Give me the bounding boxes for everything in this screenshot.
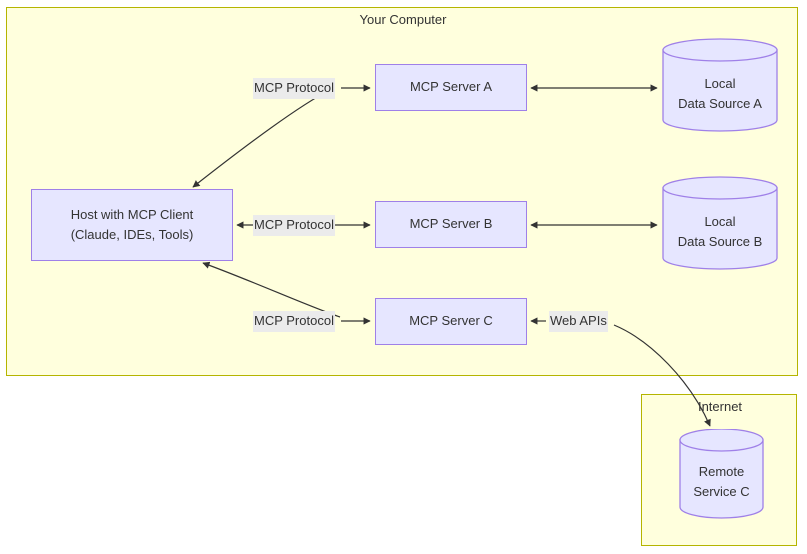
group-internet-title: Internet — [697, 399, 743, 414]
node-mcp-server-a-label: MCP Server A — [409, 79, 493, 95]
node-local-data-source-b-line2: Data Source B — [677, 234, 763, 249]
node-mcp-server-b-label: MCP Server B — [409, 216, 493, 232]
node-host[interactable]: Host with MCP Client (Claude, IDEs, Tool… — [31, 189, 233, 261]
cylinder-shape — [662, 176, 778, 270]
node-mcp-server-c-label: MCP Server C — [409, 313, 493, 329]
node-mcp-server-b[interactable]: MCP Server B — [375, 201, 527, 248]
node-mcp-server-a[interactable]: MCP Server A — [375, 64, 527, 111]
node-mcp-server-c[interactable]: MCP Server C — [375, 298, 527, 345]
node-host-line1: Host with MCP Client — [70, 206, 194, 222]
node-local-data-source-b[interactable]: Local Data Source B — [662, 176, 778, 270]
group-your-computer-title: Your Computer — [359, 12, 447, 27]
node-host-line2: (Claude, IDEs, Tools) — [70, 227, 194, 242]
node-local-data-source-a[interactable]: Local Data Source A — [662, 38, 778, 132]
cylinder-shape — [662, 38, 778, 132]
node-remote-service-c-line2: Service C — [693, 484, 750, 499]
cylinder-shape — [679, 429, 764, 519]
edge-label-web-apis: Web APIs — [549, 311, 608, 332]
edge-label-mcp-protocol-c: MCP Protocol — [253, 311, 335, 332]
node-local-data-source-a-line2: Data Source A — [678, 96, 762, 111]
node-remote-service-c-line1: Remote — [698, 463, 745, 479]
node-local-data-source-b-line1: Local — [704, 213, 736, 229]
node-remote-service-c[interactable]: Remote Service C — [679, 429, 764, 519]
edge-label-mcp-protocol-b: MCP Protocol — [253, 215, 335, 236]
edge-label-mcp-protocol-a: MCP Protocol — [253, 78, 335, 99]
node-local-data-source-a-line1: Local — [704, 75, 736, 91]
